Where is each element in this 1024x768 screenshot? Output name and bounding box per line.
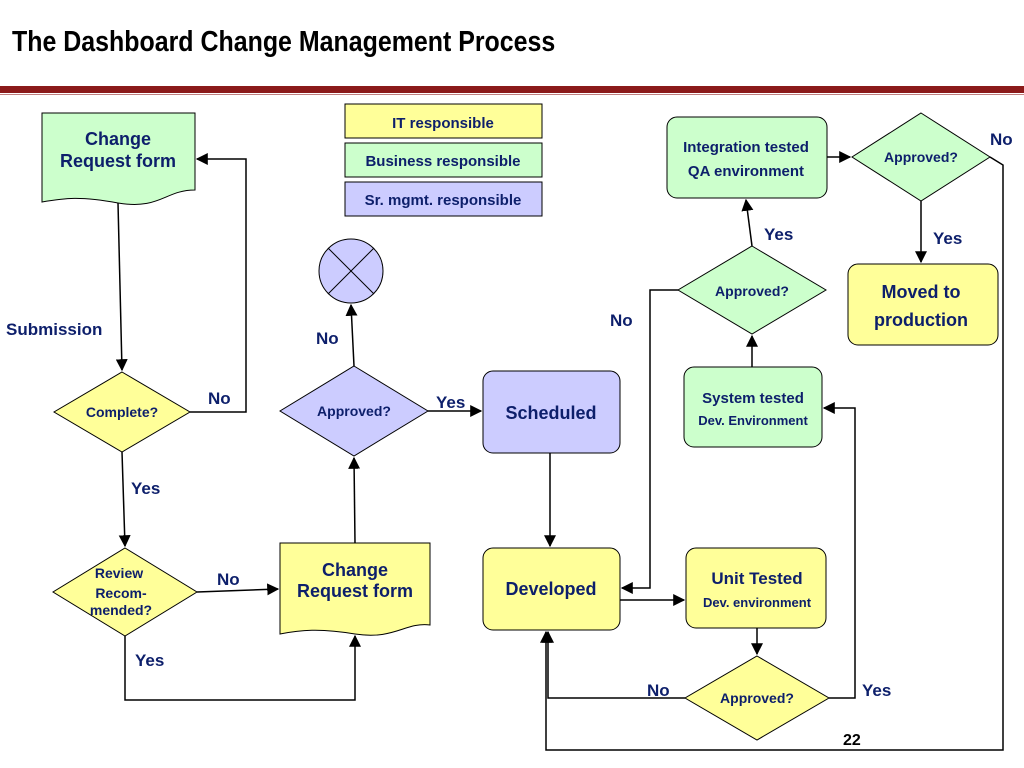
- legend-business-swatch: [344, 142, 543, 178]
- connector-submission: [115, 202, 128, 372]
- review-decision-line1: Review: [95, 565, 143, 581]
- change-request-form-top-line2: Request form: [60, 151, 176, 171]
- connector-review-yes: [124, 634, 361, 701]
- unit-tested-line1: Unit Tested: [711, 569, 802, 588]
- review-yes-label: Yes: [135, 651, 164, 670]
- change-request-form-bottom: [279, 542, 431, 636]
- system-tested-line2: Dev. Environment: [698, 413, 808, 428]
- scheduled-box: [482, 370, 621, 454]
- title-rule-thin: [0, 94, 1024, 95]
- unit-yes-label: Yes: [862, 681, 891, 700]
- legend-business-label: Business responsible: [365, 153, 520, 170]
- connector-approved-sr-no: [345, 303, 358, 367]
- scheduled-label: Scheduled: [505, 403, 596, 423]
- integration-yes-label: Yes: [933, 229, 962, 248]
- page-title: The Dashboard Change Management Process: [12, 26, 556, 58]
- rejected-terminator-icon: [318, 238, 384, 304]
- connector-unit-yes: [822, 402, 856, 699]
- approved-sr-decision: [279, 365, 429, 457]
- developed-label: Developed: [505, 579, 596, 599]
- title-rule: [0, 86, 1024, 93]
- system-tested-line1: System tested: [702, 390, 804, 407]
- integration-tested-box: [666, 116, 828, 199]
- connector-unit-no: [542, 630, 685, 699]
- integration-no-label: No: [990, 130, 1013, 149]
- page-number: 22: [843, 732, 861, 749]
- legend-sr-mgmt-swatch: [344, 181, 543, 217]
- approved-sr-yes-label: Yes: [436, 393, 465, 412]
- complete-decision-label: Complete?: [86, 404, 158, 420]
- review-decision-line2: Recom-: [95, 585, 147, 601]
- integration-tested-line1: Integration tested: [683, 139, 809, 156]
- approved-sr-no-label: No: [316, 329, 339, 348]
- approved-unit-decision: [684, 655, 830, 741]
- change-request-form-bottom-line1: Change: [322, 560, 388, 580]
- system-tested-box: [683, 366, 823, 448]
- approved-system-decision: [677, 245, 827, 335]
- approved-system-decision-label: Approved?: [715, 283, 789, 299]
- submission-label: Submission: [6, 320, 102, 339]
- approved-unit-decision-label: Approved?: [720, 690, 794, 706]
- complete-no-label: No: [208, 389, 231, 408]
- connector-integration-no: [540, 156, 1004, 751]
- production-line1: Moved to: [882, 282, 961, 302]
- approved-sr-decision-label: Approved?: [317, 403, 391, 419]
- system-yes-label: Yes: [764, 225, 793, 244]
- integration-tested-line2: QA environment: [688, 163, 804, 180]
- approved-integration-decision-label: Approved?: [884, 149, 958, 165]
- connector-review-no: [196, 583, 280, 596]
- legend-it-swatch: [344, 103, 543, 139]
- connectors: [115, 151, 1004, 751]
- production-box: [847, 263, 999, 346]
- review-no-label: No: [217, 570, 240, 589]
- complete-yes-label: Yes: [131, 479, 160, 498]
- change-request-form-top-line1: Change: [85, 129, 151, 149]
- unit-tested-box: [685, 547, 827, 629]
- connector-complete-no: [190, 153, 247, 413]
- connector-system-no: [620, 289, 678, 594]
- unit-tested-line2: Dev. environment: [703, 595, 812, 610]
- connector-complete-yes: [118, 451, 131, 548]
- system-no-label: No: [610, 311, 633, 330]
- change-request-form-bottom-line2: Request form: [297, 581, 413, 601]
- developed-box: [482, 547, 621, 631]
- unit-no-label: No: [647, 681, 670, 700]
- legend-sr-mgmt-label: Sr. mgmt. responsible: [365, 192, 522, 209]
- review-decision-line3: mended?: [90, 602, 152, 618]
- connector-form-to-approval: [348, 456, 361, 544]
- connector-system-yes: [741, 198, 754, 247]
- production-line2: production: [874, 310, 968, 330]
- legend-it-label: IT responsible: [392, 115, 494, 132]
- legend: IT responsible Business responsible Sr. …: [344, 103, 543, 217]
